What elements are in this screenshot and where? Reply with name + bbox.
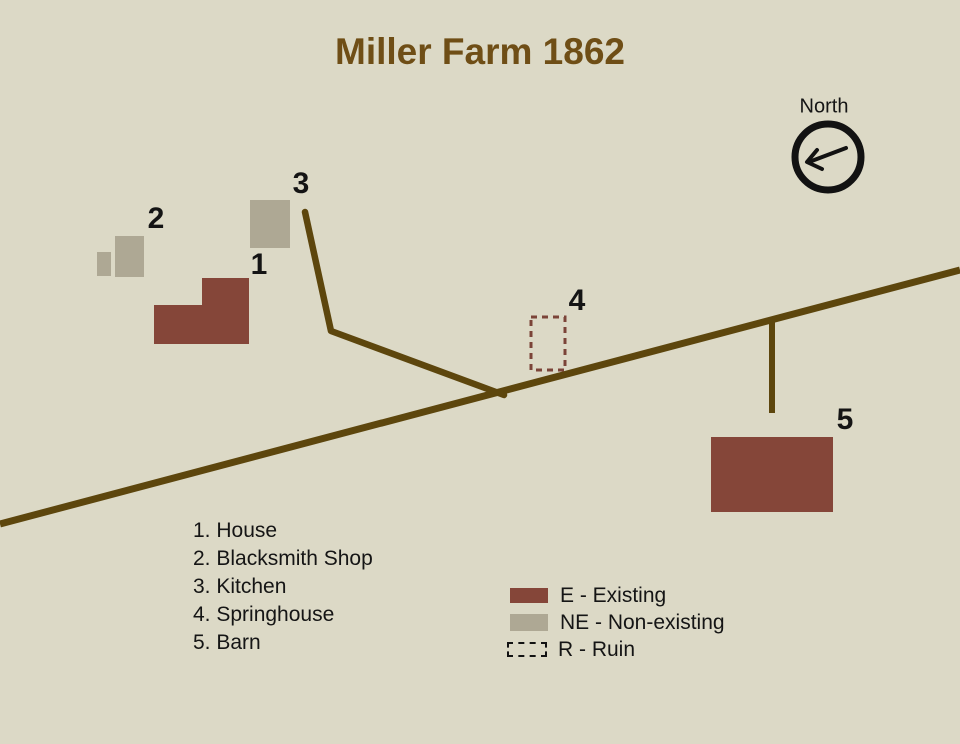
barn-shape: [711, 437, 833, 512]
list-item-kitchen: 3. Kitchen: [193, 575, 287, 598]
non-existing-swatch: [510, 614, 548, 631]
legend-label-existing: E - Existing: [560, 583, 667, 607]
existing-swatch: [510, 588, 548, 603]
blacksmith-shop-small-shape: [97, 252, 111, 276]
legend-label-ruin: R - Ruin: [558, 637, 636, 661]
list-item-blacksmith-shop: 2. Blacksmith Shop: [193, 547, 373, 570]
compass-arrow-shaft: [807, 146, 848, 164]
house-shape: [154, 278, 249, 344]
north-label: North: [799, 95, 849, 118]
legend: E - Existing NE - Non-existing R - Ruin: [505, 582, 725, 663]
blacksmith-shop-shape: [115, 236, 144, 277]
list-item-barn: 5. Barn: [193, 631, 261, 654]
springhouse-number-label: 4: [568, 284, 586, 317]
kitchen-path-line: [301, 208, 508, 399]
kitchen-number-label: 3: [292, 167, 310, 200]
kitchen-shape: [250, 200, 290, 248]
barn-number-label: 5: [836, 403, 854, 436]
springhouse-ruin-outline: [529, 315, 567, 372]
legend-row-existing: E - Existing: [505, 582, 725, 609]
blacksmith-shop-number-label: 2: [147, 202, 165, 235]
legend-label-non-existing: NE - Non-existing: [560, 610, 725, 634]
house-number-label: 1: [250, 248, 268, 281]
list-item-house: 1. House: [193, 519, 278, 542]
legend-row-non-existing: NE - Non-existing: [505, 609, 725, 636]
page-title: Miller Farm 1862: [335, 31, 625, 72]
list-item-springhouse: 4. Springhouse: [193, 603, 335, 626]
compass-arrow-head: [805, 148, 824, 171]
ruin-swatch: [507, 642, 547, 657]
building-list: 1. House 2. Blacksmith Shop 3. Kitchen 4…: [193, 517, 373, 657]
main-road-line: [0, 266, 960, 528]
compass-circle: [791, 120, 865, 194]
legend-row-ruin: R - Ruin: [505, 636, 725, 663]
